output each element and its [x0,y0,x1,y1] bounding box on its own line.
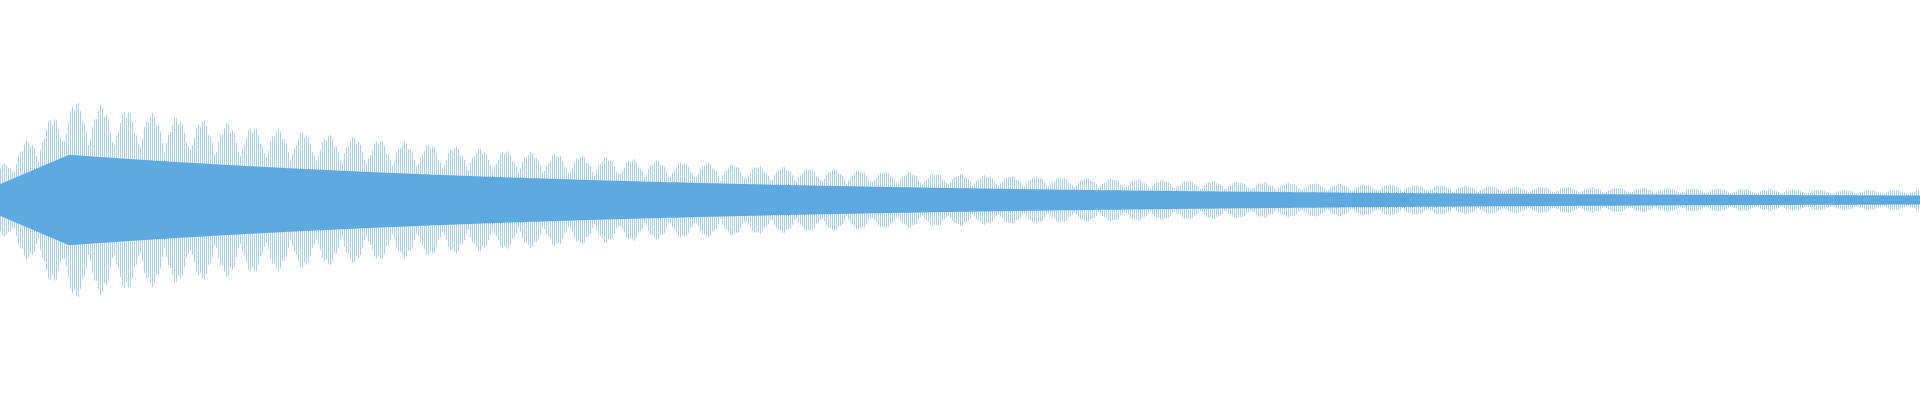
waveform-sample-lines [0,103,1919,297]
